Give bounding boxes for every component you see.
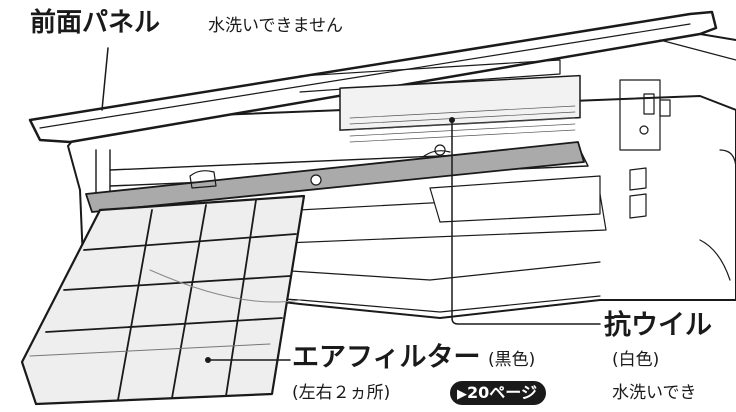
air-filter-color: (黒色) — [488, 350, 536, 370]
air-filter-shape — [20, 194, 306, 406]
antiviral-leader — [451, 119, 601, 325]
air-filter-title: エアフィルター — [292, 342, 481, 373]
front-panel-title: 前面パネル — [30, 8, 161, 38]
front-panel-leader — [101, 47, 109, 111]
antiviral-color: (白色) — [612, 350, 660, 370]
filter-frame-bar — [85, 141, 585, 213]
antiviral-title: 抗ウイル — [604, 310, 712, 341]
page-reference-badge[interactable]: ▶20ページ — [450, 381, 546, 405]
front-panel-note: 水洗いできません — [208, 16, 343, 36]
front-panel-shape — [28, 10, 718, 144]
antiviral-note: 水洗いでき — [612, 383, 697, 403]
page-reference-label: 20ページ — [467, 383, 537, 402]
play-arrow-icon: ▶ — [457, 387, 467, 402]
air-filter-count: (左右２ヵ所) — [292, 383, 391, 403]
